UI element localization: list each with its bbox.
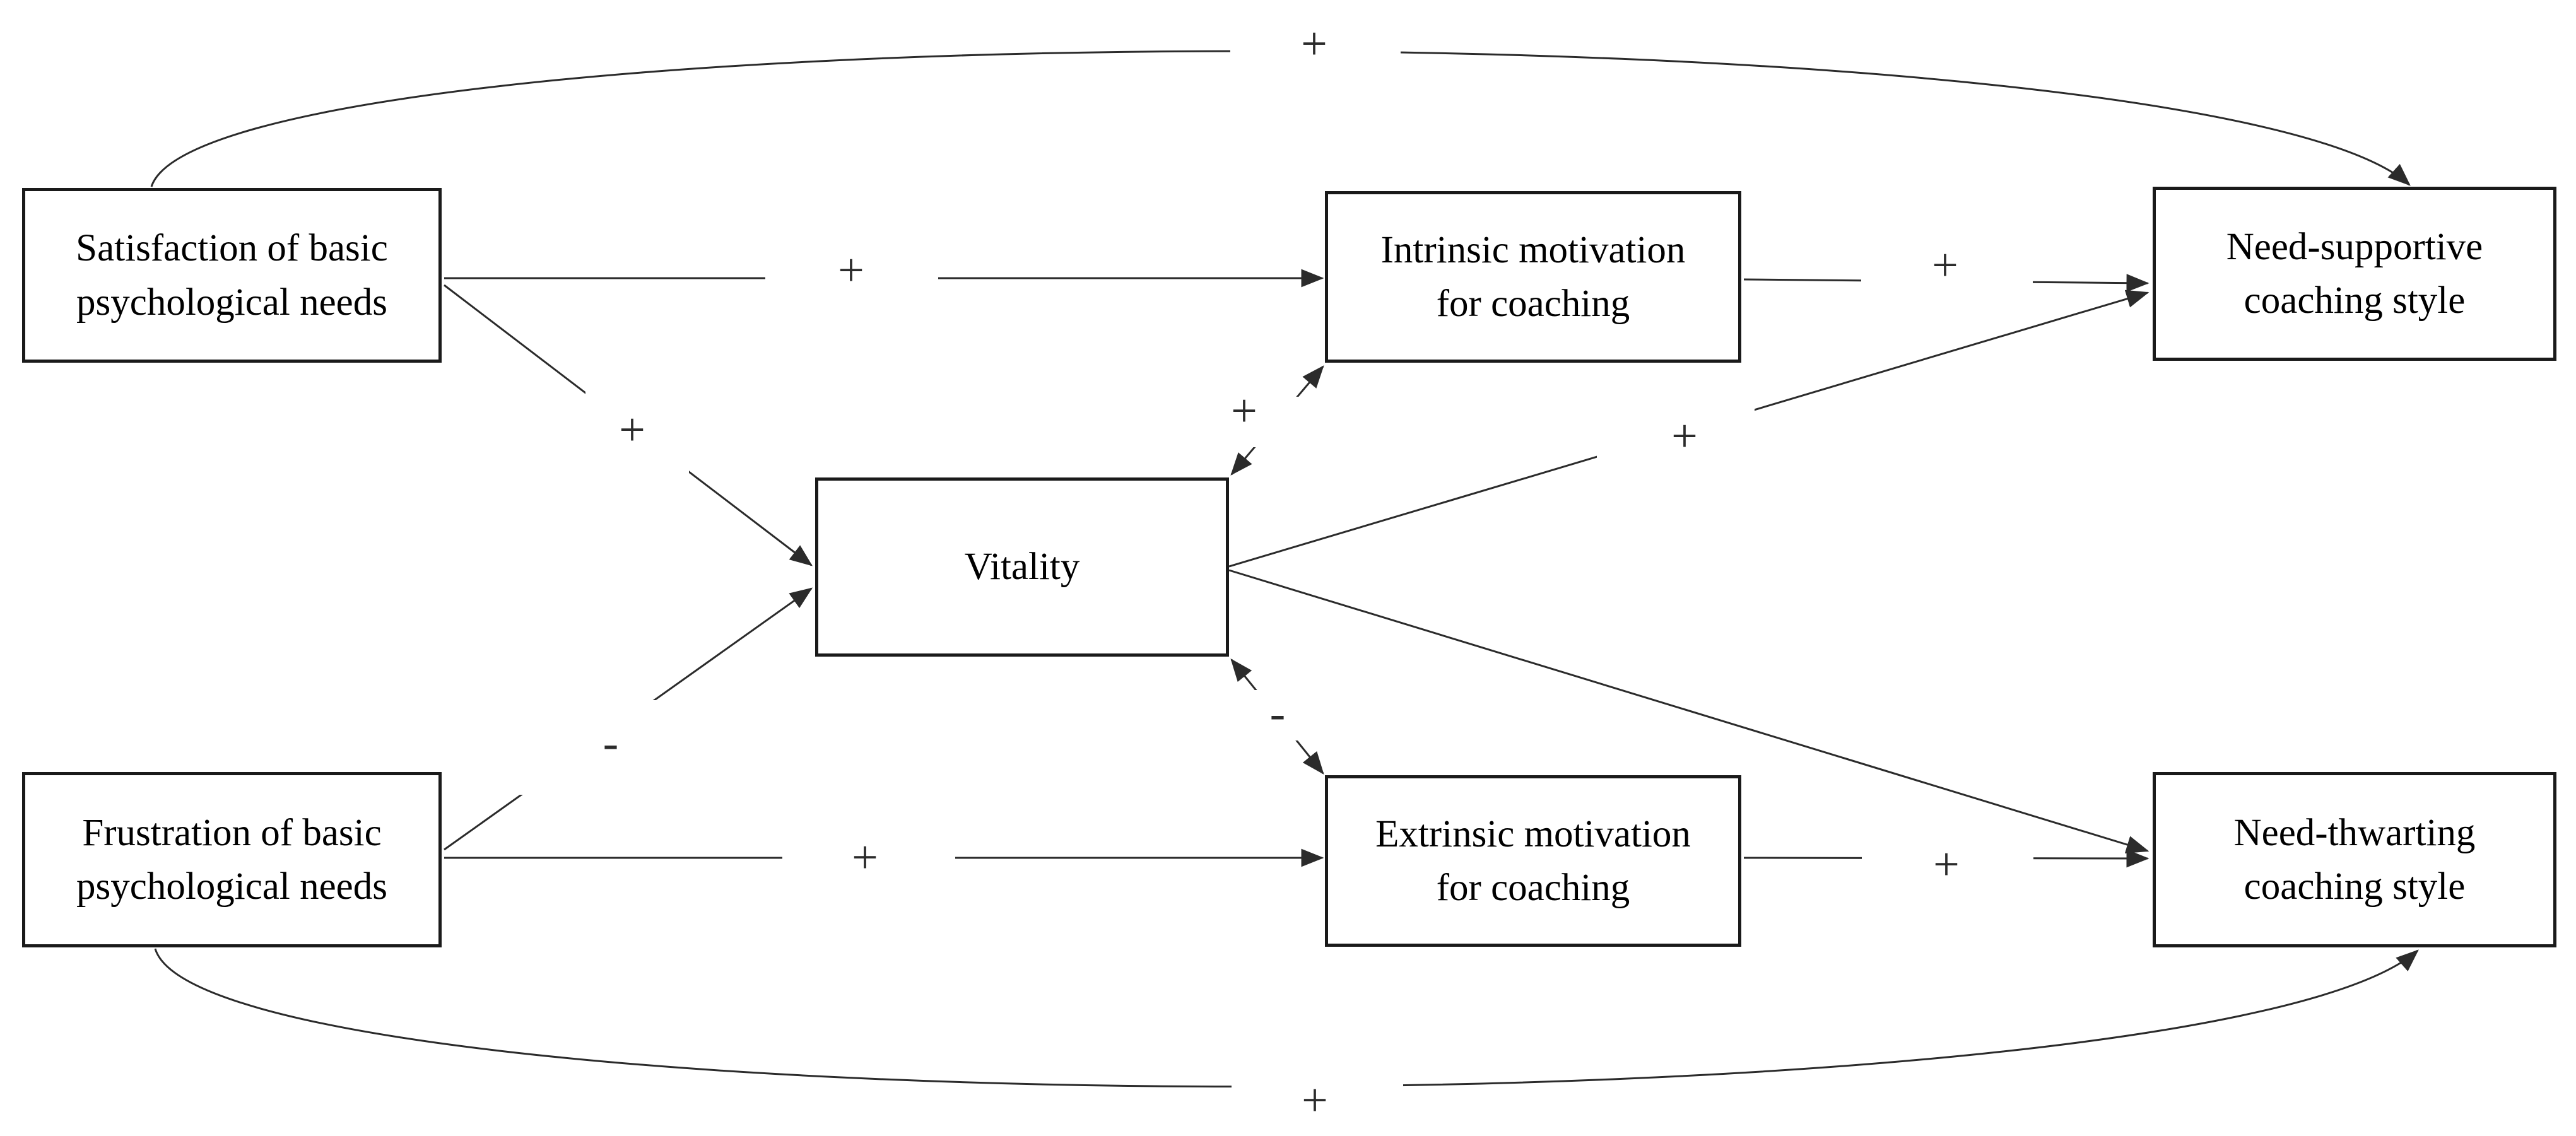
label-gap	[782, 826, 955, 889]
label-gap	[585, 390, 689, 473]
node-vitality: Vitality	[815, 477, 1229, 657]
edge-frustration-thwarting-arc	[154, 948, 2419, 1088]
node-supportive: Need-supportive coaching style	[2153, 187, 2556, 361]
node-extrinsic: Extrinsic motivation for coaching	[1325, 775, 1741, 947]
node-satisfaction-label: Satisfaction of basic psychological need…	[76, 227, 388, 324]
node-frustration-label: Frustration of basic psychological needs	[76, 811, 387, 908]
label-gap	[1597, 396, 1755, 469]
edge-satisfaction-supportive-arc	[150, 50, 2411, 187]
node-supportive-label: Need-supportive coaching style	[2226, 225, 2483, 322]
node-thwarting-label: Need-thwarting coaching style	[2233, 811, 2476, 908]
label-gap	[1230, 11, 1401, 87]
node-satisfaction: Satisfaction of basic psychological need…	[22, 188, 442, 363]
sign-vitality-extrinsic: -	[1270, 688, 1286, 739]
sign-frustration-thwarting: +	[1302, 1075, 1328, 1127]
label-gap	[517, 700, 662, 795]
node-vitality-label: Vitality	[964, 546, 1080, 588]
sign-vitality-intrinsic: +	[1231, 385, 1257, 437]
node-thwarting: Need-thwarting coaching style	[2153, 772, 2556, 947]
sign-satisfaction-supportive: +	[1301, 18, 1327, 70]
sign-vitality-supportive: +	[1671, 411, 1698, 462]
sign-extrinsic-thwarting: +	[1933, 839, 1960, 891]
node-extrinsic-label: Extrinsic motivation for coaching	[1375, 812, 1691, 909]
node-intrinsic-label: Intrinsic motivation for coaching	[1380, 228, 1686, 325]
label-gap	[1246, 690, 1309, 741]
label-gap	[765, 247, 938, 310]
node-frustration: Frustration of basic psychological needs	[22, 772, 442, 947]
node-intrinsic: Intrinsic motivation for coaching	[1325, 191, 1741, 363]
edge-vitality-thwarting-arrow	[1228, 569, 2150, 853]
sign-frustration-vitality: -	[603, 717, 619, 769]
label-gap	[1247, 397, 1310, 447]
sign-intrinsic-supportive: +	[1932, 240, 1958, 291]
label-gap	[1861, 248, 2033, 311]
sign-satisfaction-intrinsic: +	[838, 245, 864, 296]
label-gap	[1232, 1050, 1403, 1127]
sign-frustration-extrinsic: +	[852, 832, 878, 884]
sign-satisfaction-vitality: +	[619, 404, 645, 456]
label-gap	[1862, 827, 2033, 890]
